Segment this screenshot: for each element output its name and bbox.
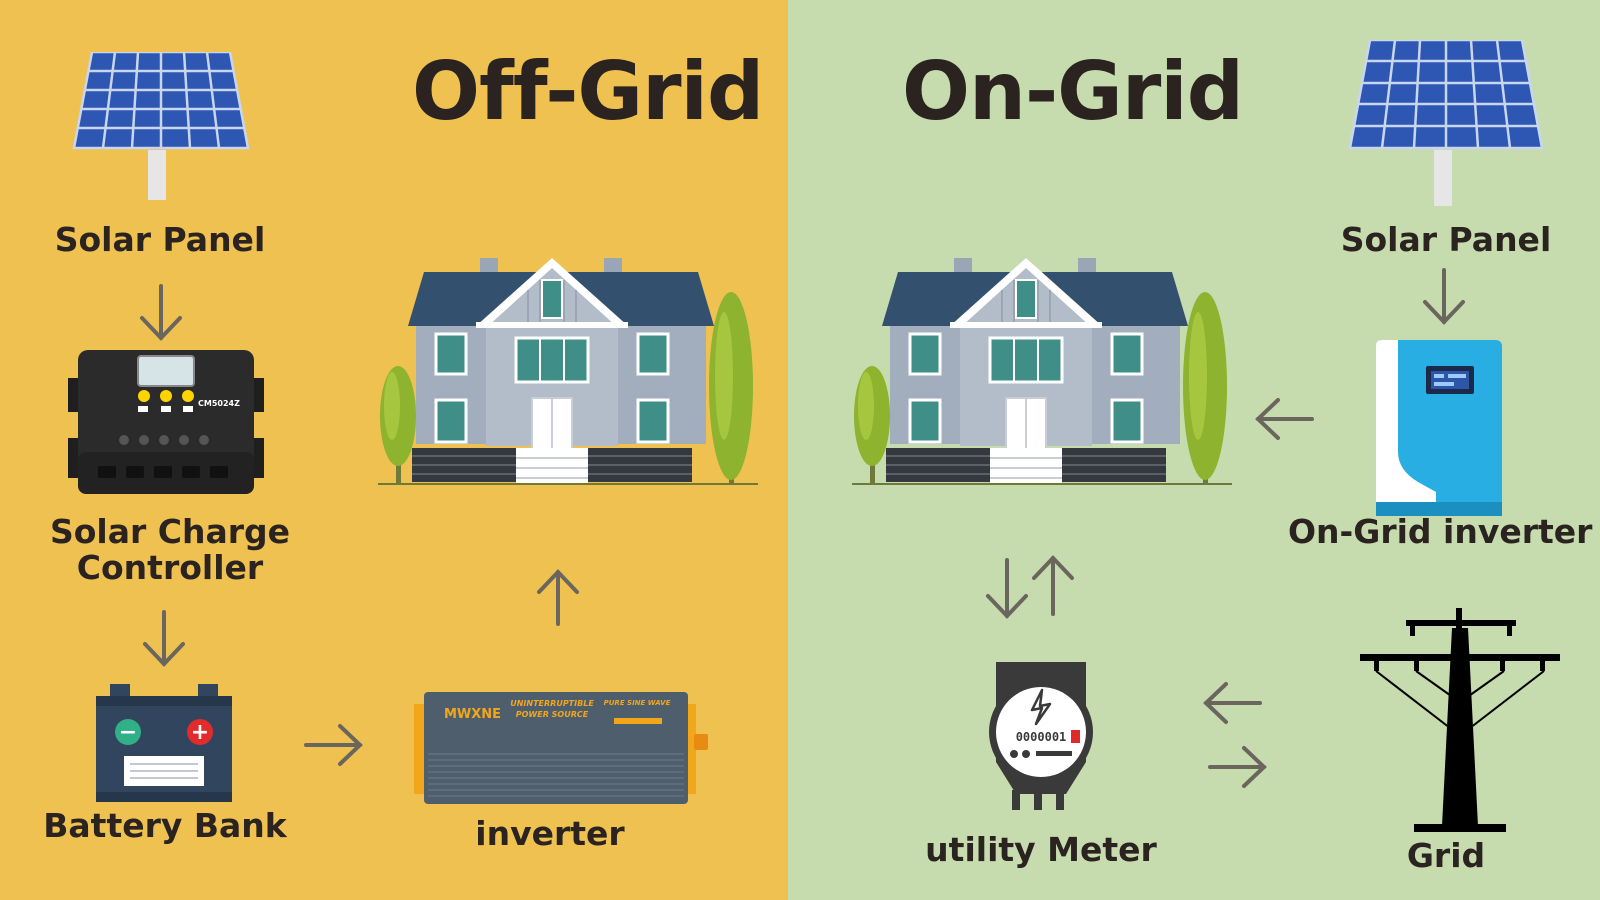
arrow-down-icon [143,610,185,667]
solar-panel-icon [72,52,250,200]
inverter-brand-text: MWXNE [444,707,501,722]
ongrid-inverter-label: On-Grid inverter [1288,512,1593,551]
battery-minus-sign: − [119,720,137,745]
arrow-up-icon [537,569,579,626]
charge-controller-icon: CM5024Z [68,350,264,494]
tree-right-icon [1183,292,1227,484]
arrow-left-icon [1203,682,1262,724]
inverter-text-line-1: UNINTERRUPTIBLE [510,699,594,708]
arrow-down-icon [1423,268,1465,325]
house-icon [852,258,1232,485]
arrow-up-icon [1032,555,1074,616]
charge-controller-label-line-1: Solar Charge [49,512,291,551]
battery-icon: − + [96,684,232,802]
charge-controller-label-line-2: Controller [76,548,264,587]
power-pylon-icon [1360,608,1560,832]
arrow-left-icon [1255,398,1314,440]
inverter-icon: MWXNE UNINTERRUPTIBLE POWER SOURCE PURE … [414,692,708,804]
arrow-down-icon [140,284,182,341]
tree-right-icon [709,292,753,484]
charge-controller-label: Solar Charge Controller [40,514,300,586]
solar-panel-icon [1348,40,1544,206]
battery-plus-sign: + [191,720,209,745]
arrow-right-icon [304,724,363,766]
tree-left-icon [854,366,890,484]
inverter-badge-text: PURE SINE WAVE [604,699,671,707]
utility-meter-label: utility Meter [925,830,1157,869]
house-icon [378,258,758,485]
off-grid-title: Off-Grid [412,45,764,138]
on-grid-panel: On-Grid [788,0,1600,900]
tree-left-icon [380,366,416,484]
ongrid-inverter-icon [1376,340,1502,516]
meter-digits: 0000001 [1016,730,1067,744]
off-grid-panel: Off-Grid Solar Panel [0,0,788,900]
inverter-text-line-2: POWER SOURCE [516,710,589,719]
inverter-label: inverter [475,814,625,853]
arrow-down-icon [986,558,1028,619]
utility-meter-icon: 0000001 [989,662,1093,810]
grid-label: Grid [1406,836,1486,875]
battery-bank-label: Battery Bank [43,806,287,845]
ongrid-solar-panel-label: Solar Panel [1340,220,1552,259]
solar-panel-label: Solar Panel [54,220,266,259]
on-grid-title: On-Grid [902,45,1244,138]
controller-model-text: CM5024Z [198,399,240,408]
arrow-right-icon [1208,746,1267,788]
